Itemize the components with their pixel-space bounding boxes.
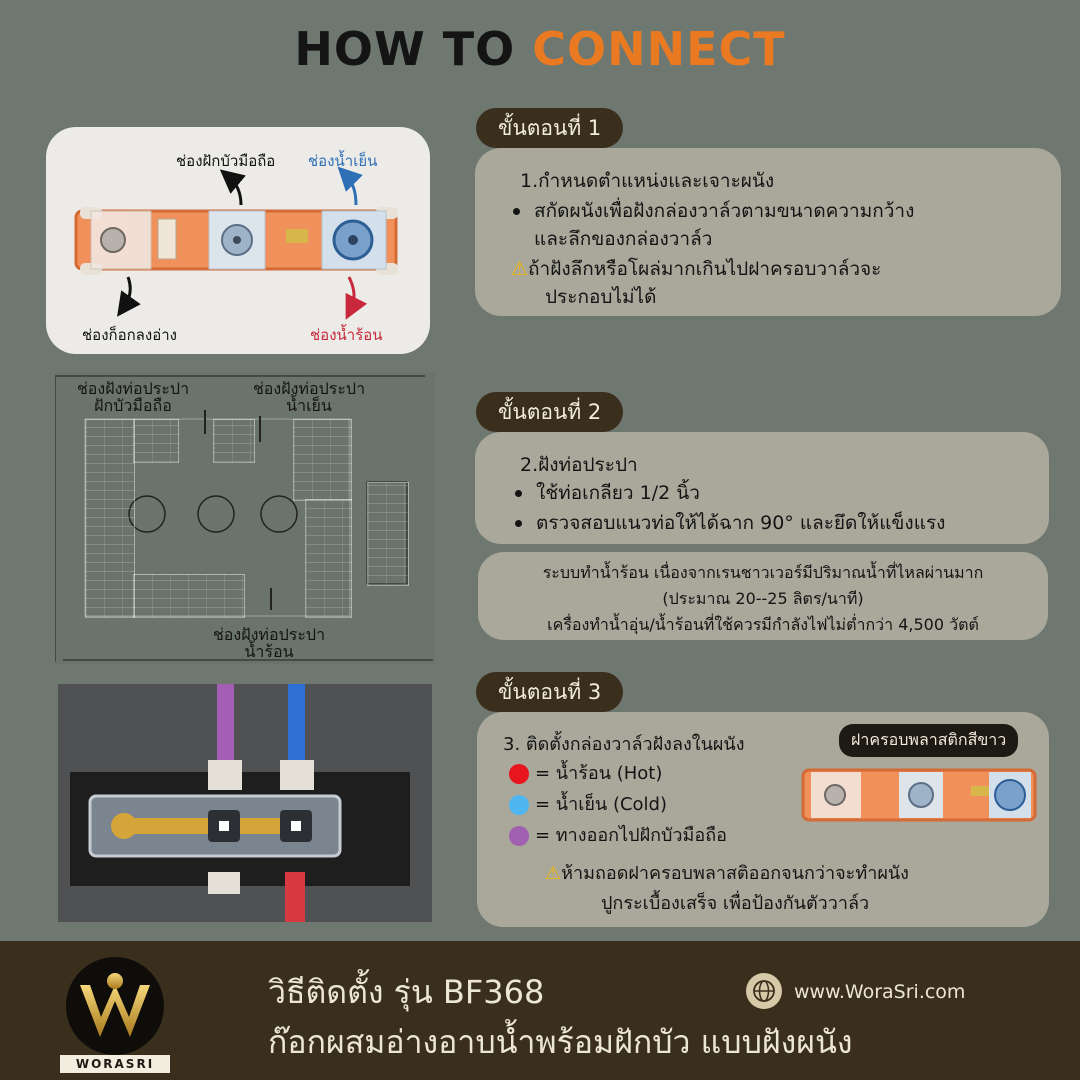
step2-note-line-1: ระบบทำน้ำร้อน เนื่องจากเรนชาวเวอร์มีปริม… — [542, 563, 984, 582]
page-title: HOW TO CONNECT — [0, 22, 1080, 76]
bullet-icon — [513, 208, 520, 215]
drawing-label-shower: ช่องฝังท่อประปา ฝักบัวมือถือ — [76, 379, 190, 415]
step1-warning-cont: ประกอบไม่ได้ — [545, 286, 657, 308]
bullet-icon — [515, 520, 522, 527]
step2-bullet-2: ตรวจสอบแนวท่อให้ได้ฉาก 90° และยึดให้แข็ง… — [515, 508, 945, 538]
legend-cold: = น้ำเย็น (Cold) — [509, 789, 667, 818]
legend-hot: = น้ำร้อน (Hot) — [509, 758, 662, 787]
legend-shower: = ทางออกไปฝักบัวมือถือ — [509, 820, 727, 849]
shower-dot-icon — [509, 826, 529, 846]
step2-card: 2.ฝังท่อประปา ใช้ท่อเกลียว 1/2 นิ้ว ตรวจ… — [475, 432, 1049, 544]
step3-warning: ⚠ห้ามถอดฝาครอบพลาสติออกจนกว่าจะทำผนัง — [545, 863, 909, 884]
step2-note-card: ระบบทำน้ำร้อน เนื่องจากเรนชาวเวอร์มีปริม… — [478, 552, 1048, 640]
website-link[interactable]: www.WoraSri.com — [794, 981, 966, 1003]
wall-layout-drawing — [55, 375, 433, 662]
drawing-label-cold: ช่องฝังท่อประปา น้ำเย็น — [252, 379, 366, 415]
title-part-2: CONNECT — [532, 22, 786, 76]
footer-model-line: วิธีติดตั้ง รุ่น BF368 — [268, 973, 545, 1011]
worasri-logo — [66, 957, 164, 1055]
brand-name: WORASRI — [60, 1055, 170, 1073]
step1-pill: ขั้นตอนที่ 1 — [476, 108, 624, 148]
step1-bullet-cont: และลึกของกล่องวาล์ว — [534, 228, 713, 250]
label-tub-spout: ช่องก็อกลงอ่าง — [82, 326, 177, 344]
cold-dot-icon — [509, 795, 529, 815]
title-part-1: HOW TO — [294, 22, 533, 76]
step2-pill: ขั้นตอนที่ 2 — [476, 392, 624, 432]
valve-box-illustration — [74, 166, 398, 320]
footer-product-line: ก๊อกผสมอ่างอาบน้ำพร้อมฝักบัว แบบฝังผนัง — [268, 1023, 853, 1061]
warning-icon: ⚠ — [511, 258, 529, 280]
label-hot-water: ช่องน้ำร้อน — [310, 326, 383, 344]
globe-icon — [746, 973, 782, 1009]
label-cold-water: ช่องน้ำเย็น — [308, 152, 378, 170]
drawing-label-hot: ช่องฝังท่อประปา น้ำร้อน — [212, 625, 326, 661]
warning-icon: ⚠ — [545, 863, 562, 884]
step3-warning-cont: ปูกระเบื้องเสร็จ เพื่อป้องกันตัววาล์ว — [601, 893, 870, 914]
installed-valve-illustration — [58, 684, 432, 922]
w-logo-icon — [80, 973, 150, 1037]
footer: WORASRI วิธีติดตั้ง รุ่น BF368 ก๊อกผสมอ่… — [0, 941, 1080, 1080]
cover-valve-image — [801, 768, 1037, 822]
step3-card: 3. ติดตั้งกล่องวาล์วฝังลงในผนัง ฝาครอบพล… — [477, 712, 1049, 927]
label-handheld-shower: ช่องฝักบัวมือถือ — [176, 152, 276, 170]
step2-heading: 2.ฝังท่อประปา — [520, 454, 638, 476]
cover-label-badge: ฝาครอบพลาสติกสีขาว — [839, 724, 1019, 757]
step1-warning: ⚠ถ้าฝังลึกหรือโผล่มากเกินไปฝาครอบวาล์วจะ — [511, 258, 882, 280]
bullet-icon — [515, 490, 522, 497]
step2-bullet-1: ใช้ท่อเกลียว 1/2 นิ้ว — [515, 478, 700, 508]
step1-card: 1.กำหนดตำแหน่งและเจาะผนัง สกัดผนังเพื่อฝ… — [475, 148, 1061, 316]
installation-photo — [58, 684, 432, 922]
step2-note-line-3: เครื่องทำน้ำอุ่น/น้ำร้อนที่ใช้ควรมีกำลัง… — [547, 615, 979, 634]
step3-pill: ขั้นตอนที่ 3 — [476, 672, 624, 712]
valve-box-photo: ช่องฝักบัวมือถือ ช่องน้ำเย็น ช่องก็อกลงอ… — [46, 127, 430, 354]
step1-bullet: สกัดผนังเพื่อฝังกล่องวาล์วตามขนาดความกว้… — [513, 196, 914, 226]
technical-drawing: ช่องฝังท่อประปา ฝักบัวมือถือ ช่องฝังท่อป… — [55, 372, 435, 664]
step3-heading: 3. ติดตั้งกล่องวาล์วฝังลงในผนัง — [503, 734, 745, 755]
step1-heading: 1.กำหนดตำแหน่งและเจาะผนัง — [520, 170, 775, 192]
hot-dot-icon — [509, 764, 529, 784]
step2-note-line-2: (ประมาณ 20--25 ลิตร/นาที) — [662, 589, 864, 608]
